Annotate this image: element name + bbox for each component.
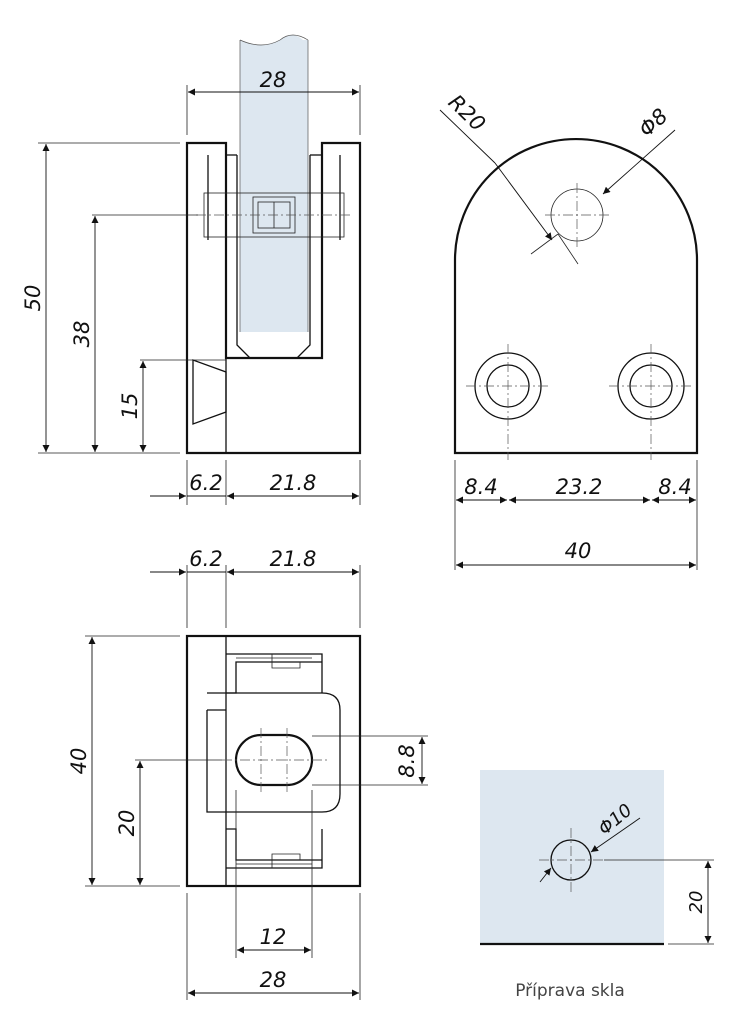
- bottom-dim-40: 40: [67, 748, 91, 775]
- glass-panel-front: [240, 35, 308, 332]
- glass-prep-caption: Příprava skla: [515, 981, 625, 1001]
- front-dim-21-8: 21.8: [270, 471, 317, 495]
- front-dim-50: 50: [21, 285, 45, 312]
- bottom-dim-8-8: 8.8: [395, 744, 419, 777]
- front-dim-28: 28: [260, 68, 287, 92]
- side-dim-phi8: Φ8: [634, 104, 672, 142]
- side-dim-r20: R20: [444, 90, 490, 136]
- side-dim-8-4-left: 8.4: [464, 475, 497, 499]
- glass-prep-view: Φ10 20 Příprava skla: [480, 770, 714, 1001]
- bottom-dim-21-8: 21.8: [270, 547, 317, 571]
- front-dim-6-2: 6.2: [189, 471, 222, 495]
- side-view: R20 Φ8 8.4 23.2 8.4 40: [439, 90, 699, 570]
- glass-hole: [550, 839, 592, 881]
- side-dim-40: 40: [565, 539, 592, 563]
- front-view: 28 50 38 15 6.2 21.8: [21, 34, 362, 505]
- side-dim-8-4-right: 8.4: [658, 475, 691, 499]
- glass-dim-20: 20: [686, 891, 707, 914]
- clamp-body-side: [453, 137, 699, 455]
- front-dim-15: 15: [118, 393, 142, 420]
- bottom-dim-6-2: 6.2: [189, 547, 222, 571]
- bottom-dim-20: 20: [115, 810, 139, 837]
- bottom-view: 6.2 21.8 40 20 8.8 12 28: [67, 547, 428, 1000]
- bottom-dim-12: 12: [260, 925, 287, 949]
- clamp-body-bottom: [185, 634, 362, 888]
- bottom-dim-28: 28: [260, 968, 287, 992]
- front-dim-38: 38: [70, 321, 94, 348]
- glass-panel-prep: [480, 770, 664, 944]
- side-dim-23-2: 23.2: [556, 475, 603, 499]
